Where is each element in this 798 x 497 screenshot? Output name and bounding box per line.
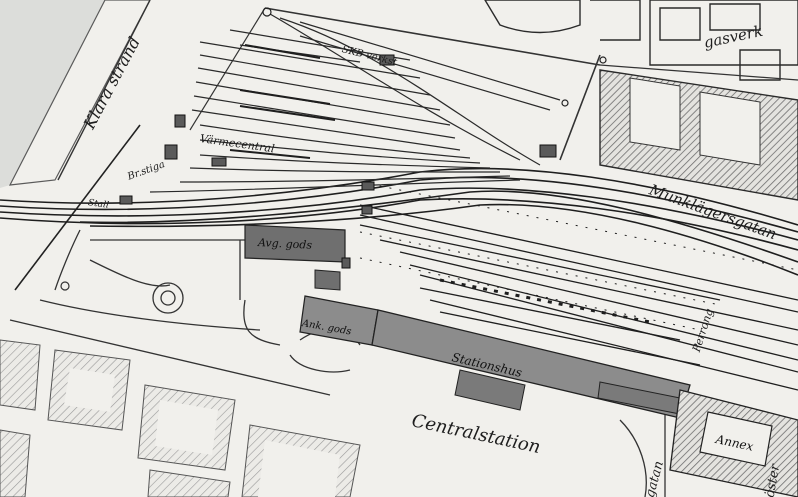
quay-strip (8, 0, 151, 186)
gasworks-buildings (484, 0, 798, 81)
platform-edges (359, 181, 798, 331)
annex-building (699, 411, 773, 467)
roundabout (152, 282, 184, 314)
water-area (0, 0, 105, 188)
label-avg-gods: Avg. gods (257, 236, 313, 252)
small-buildings (119, 54, 557, 269)
roads (9, 229, 666, 497)
yard-sidings (149, 13, 561, 193)
platform-tracks (359, 204, 798, 391)
small-shed (314, 269, 341, 291)
